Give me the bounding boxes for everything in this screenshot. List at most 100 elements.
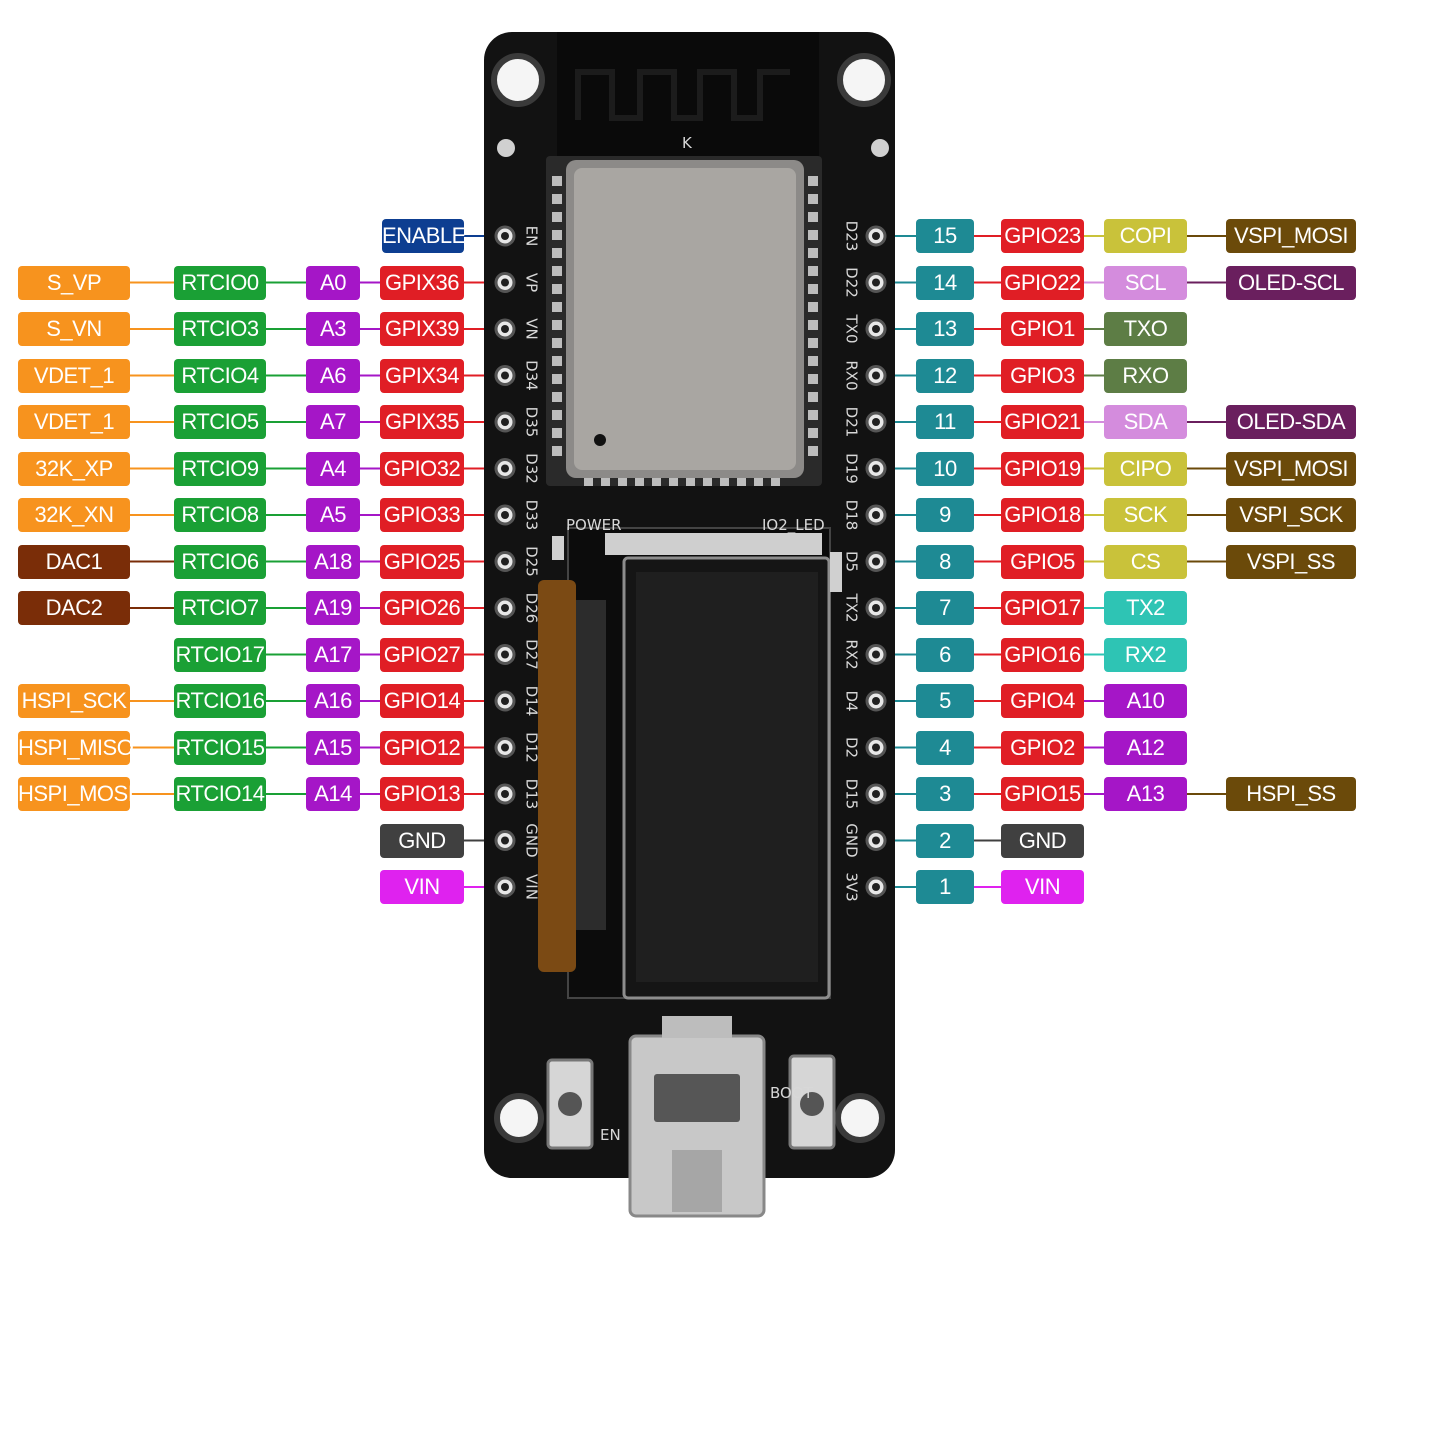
silk-right-tx0: TX0 xyxy=(843,314,861,344)
silk-right-3v3: 3V3 xyxy=(843,872,861,901)
module-pad xyxy=(552,356,562,366)
right-pin-label-gpio16: GPIO16 xyxy=(1001,637,1084,672)
left-pin-label-rtcio7: RTCIO7 xyxy=(174,591,266,625)
left-pin-label-rtcio0: RTCIO0 xyxy=(174,265,266,300)
left-pin-label-gpio27: GPIO27 xyxy=(380,637,464,672)
module-dot xyxy=(594,434,606,446)
left-pin-label-a18: A18 xyxy=(306,544,360,579)
antenna-mark: K xyxy=(682,134,693,152)
module-pad xyxy=(808,248,818,258)
silk-right-d23: D23 xyxy=(843,221,861,252)
module-pad xyxy=(552,194,562,204)
module-pad xyxy=(808,230,818,240)
antenna-trace xyxy=(575,69,790,121)
header-pin-hole xyxy=(501,278,509,287)
right-pin-label-gpio21: GPIO21 xyxy=(1001,405,1084,439)
usb-port xyxy=(654,1074,740,1122)
right-pin-label-txo: TXO xyxy=(1104,312,1187,346)
header-pin-hole xyxy=(872,557,880,566)
module-pad xyxy=(808,176,818,186)
header-pin-hole xyxy=(872,604,880,612)
oled-screen xyxy=(636,572,818,982)
via-top-right xyxy=(871,139,889,157)
silk-left-d32: D32 xyxy=(523,453,541,484)
right-pin-label-5: 5 xyxy=(916,684,974,718)
right-pin-label-gpio4: GPIO4 xyxy=(1001,684,1084,718)
silk-right-d18: D18 xyxy=(843,500,861,531)
right-pin-label-4: 4 xyxy=(916,730,974,765)
module-pad xyxy=(808,410,818,420)
left-pin-label-gpio25: GPIO25 xyxy=(380,544,464,579)
left-pin-label-vin: VIN xyxy=(380,870,464,904)
silk-right-d15: D15 xyxy=(843,779,861,810)
right-pin-label-12: 12 xyxy=(916,358,974,393)
module-pad xyxy=(703,476,712,486)
header-pin-hole xyxy=(872,883,880,891)
module-pad xyxy=(552,374,562,384)
module-pad xyxy=(808,284,818,294)
via-top-left xyxy=(497,139,515,157)
right-pin-label-gpio22: GPIO22 xyxy=(1001,265,1084,300)
usb-pin-block xyxy=(662,1016,732,1038)
right-pin-label-7: 7 xyxy=(916,591,974,625)
left-pin-label-a3: A3 xyxy=(306,312,360,346)
silk-left-d13: D13 xyxy=(523,779,541,810)
right-pin-label-tx2: TX2 xyxy=(1104,591,1187,625)
right-pin-label-vin: VIN xyxy=(1001,870,1084,904)
silk-left-column: ENVPVND34D35D32D33D25D26D27D14D12D13GNDV… xyxy=(523,226,541,900)
header-pin-hole xyxy=(872,418,880,426)
right-pin-label-vspi-sck: VSPI_SCK xyxy=(1226,498,1356,532)
right-pin-label-oled-sda: OLED-SDA xyxy=(1226,405,1356,439)
left-pin-label-gpix35: GPIX35 xyxy=(380,405,464,439)
left-pin-label-gpio13: GPIO13 xyxy=(380,777,464,811)
oled-flex-cable xyxy=(538,580,576,972)
right-pin-label-rxo: RXO xyxy=(1104,358,1187,393)
left-pin-label-s-vp: S_VP xyxy=(18,265,130,300)
right-pin-label-vspi-ss: VSPI_SS xyxy=(1226,544,1356,579)
module-pad xyxy=(552,338,562,348)
silk-left-d25: D25 xyxy=(523,546,541,577)
right-pin-label-sck: SCK xyxy=(1104,498,1187,532)
header-pin-hole xyxy=(501,418,509,426)
module-pad xyxy=(552,428,562,438)
left-pin-label-gpio32: GPIO32 xyxy=(380,451,464,486)
left-pin-label-a16: A16 xyxy=(306,684,360,718)
header-pin-hole xyxy=(501,511,509,519)
left-pin-label-hspi-miso: HSPI_MISO xyxy=(18,730,134,765)
left-pin-label-32k-xn: 32K_XN xyxy=(18,498,130,532)
power-led-label: POWER xyxy=(566,516,622,534)
io2-led xyxy=(830,552,842,592)
silk-right-column: D23D22TX0RX0D21D19D18D5TX2RX2D4D2D15GND3… xyxy=(843,221,861,902)
right-pin-label-gpio5: GPIO5 xyxy=(1001,544,1084,579)
module-pad-row xyxy=(552,176,818,486)
module-pad xyxy=(584,476,593,486)
silk-left-d26: D26 xyxy=(523,593,541,624)
right-pin-label-gnd: GND xyxy=(1001,823,1084,858)
left-pin-label-gpio12: GPIO12 xyxy=(380,730,464,765)
module-pad xyxy=(552,392,562,402)
module-pad xyxy=(754,476,763,486)
module-pad xyxy=(808,302,818,312)
power-led xyxy=(552,536,564,560)
left-pin-label-gpio26: GPIO26 xyxy=(380,591,464,625)
right-pin-label-hspi-ss: HSPI_SS xyxy=(1226,777,1356,811)
boot-button-cap[interactable] xyxy=(800,1092,824,1116)
header-pin-hole xyxy=(872,511,880,519)
right-pin-label-1: 1 xyxy=(916,870,974,904)
module-pad xyxy=(808,356,818,366)
header-pin-hole xyxy=(501,743,509,752)
right-pin-label-vspi-mosi: VSPI_MOSI xyxy=(1226,451,1356,486)
left-pin-label-a0: A0 xyxy=(306,265,360,300)
module-pad xyxy=(552,266,562,276)
silk-left-vin: VIN xyxy=(523,874,541,900)
left-pin-label-gpix34: GPIX34 xyxy=(380,358,464,393)
header-pin-hole xyxy=(501,604,509,612)
left-pin-label-gpio33: GPIO33 xyxy=(380,498,464,532)
right-pin-label-gpio1: GPIO1 xyxy=(1001,312,1084,346)
en-button-cap[interactable] xyxy=(558,1092,582,1116)
module-pad xyxy=(552,248,562,258)
right-pin-label-13: 13 xyxy=(916,312,974,346)
module-pad xyxy=(635,476,644,486)
header-pin-hole xyxy=(872,371,880,380)
right-pin-label-a12: A12 xyxy=(1104,730,1187,765)
